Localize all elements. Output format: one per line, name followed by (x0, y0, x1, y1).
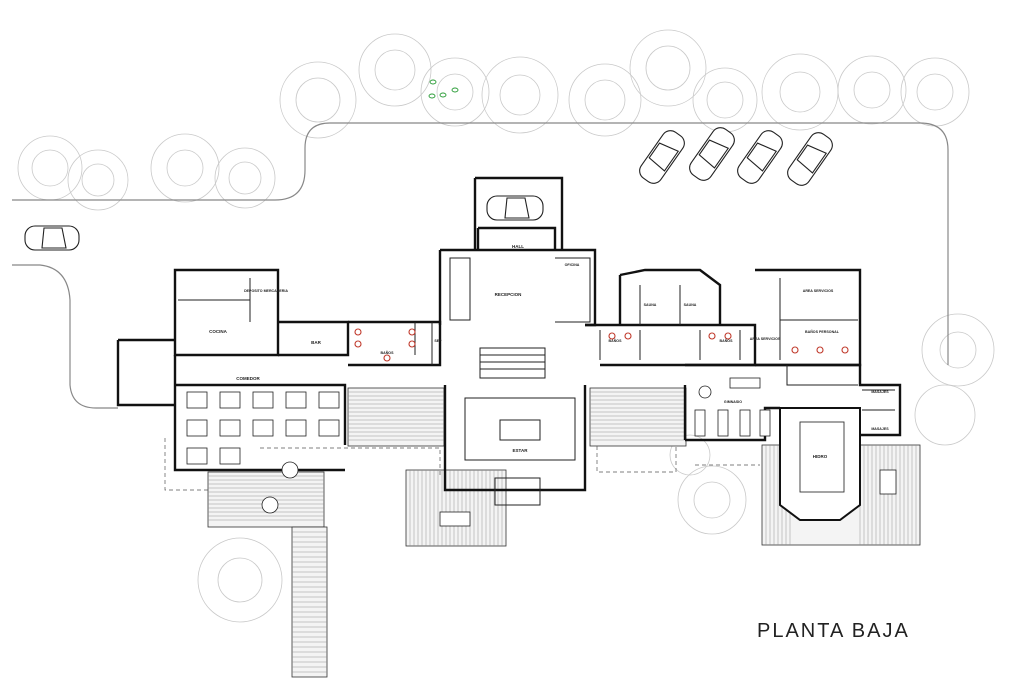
label-recepcion: RECEPCION (495, 292, 522, 297)
trees-side (197, 313, 995, 623)
dashed-overhangs (164, 438, 760, 491)
comedor-tables (186, 391, 471, 527)
label-masajes-2: MASAJES (871, 427, 889, 431)
label-hall: HALL (512, 244, 524, 249)
access-road (12, 122, 949, 409)
car-parked-4 (787, 132, 833, 186)
label-estar: ESTAR (513, 448, 529, 453)
car-garage (486, 195, 544, 221)
car-parked-2 (689, 127, 735, 181)
hidro-pool (779, 407, 861, 521)
label-deposito: DEPOSITO MERCADERIA (244, 289, 288, 293)
trees-top (17, 29, 970, 211)
plan-title: PLANTA BAJA (757, 620, 910, 642)
label-banos-3: BAÑOS (720, 338, 734, 343)
label-comedor: COMEDOR (236, 376, 260, 381)
label-hidro: HIDRO (813, 454, 828, 459)
gym-equipment (694, 377, 897, 495)
car-left (24, 225, 80, 251)
label-sauna-2: SAUNA (684, 303, 697, 307)
building-walls (116, 176, 902, 492)
label-sauna-1: SAUNA (644, 303, 657, 307)
plants-green (428, 79, 459, 99)
label-oficina: OFICINA (565, 263, 580, 267)
label-banos-1: BAÑOS (381, 350, 395, 355)
label-gimnasio: GIMNASIO (724, 400, 742, 404)
car-parked-1 (639, 130, 685, 184)
interior-walls (178, 257, 895, 506)
car-parked-3 (737, 130, 783, 184)
label-area-servicios-1: AREA SERVICIOS (750, 337, 781, 341)
label-sep: SEP (434, 339, 442, 343)
label-masajes-1: MASAJES (871, 390, 889, 394)
label-area-servicios-2: AREA SERVICIOS (803, 289, 834, 293)
bathroom-fixtures (354, 328, 849, 362)
label-cocina: COCINA (209, 329, 227, 334)
label-bar: BAR (311, 340, 321, 345)
label-banos-personal: BAÑOS PERSONAL (805, 329, 840, 334)
label-banos-2: BAÑOS (609, 338, 623, 343)
